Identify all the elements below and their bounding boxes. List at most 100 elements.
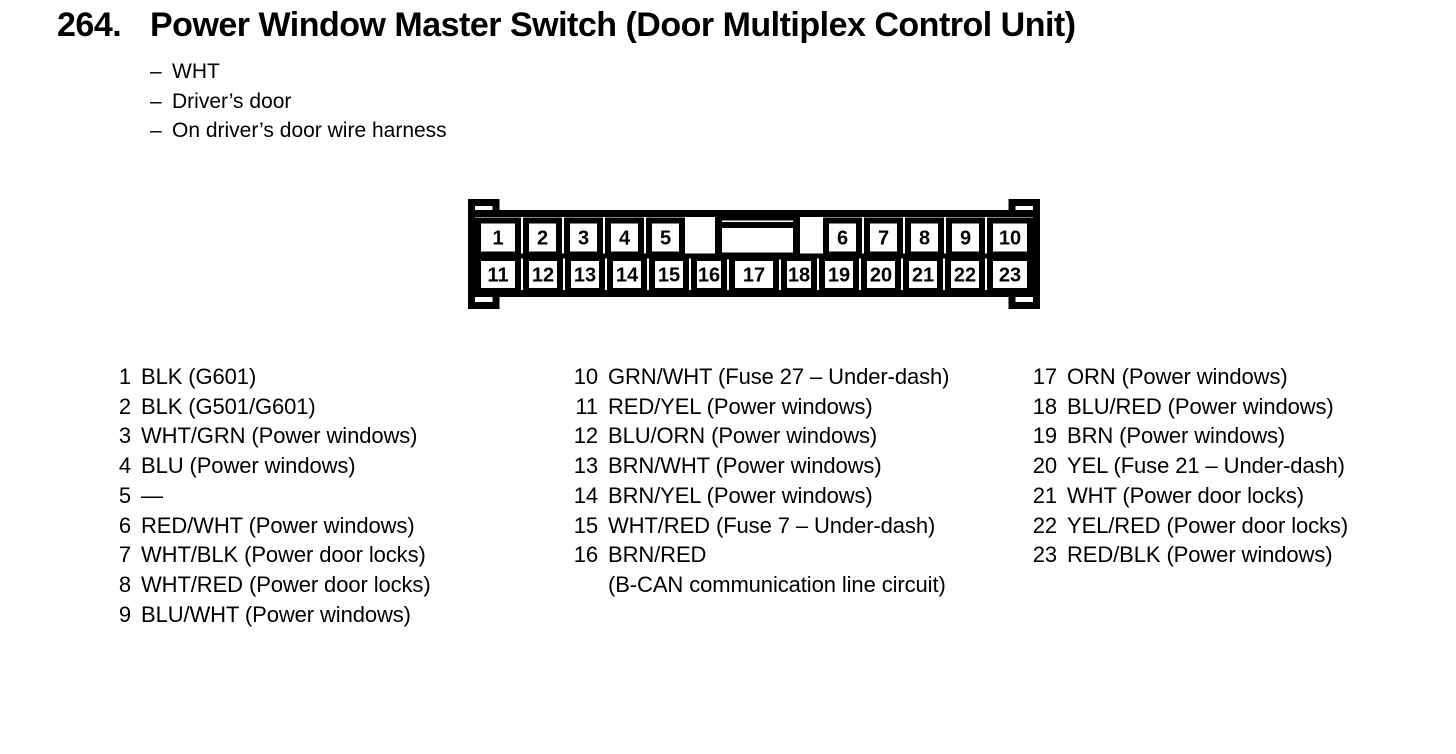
- pin-description: BLU/WHT (Power windows): [141, 601, 411, 627]
- pin-description: BRN/RED(B-CAN communication line circuit…: [608, 540, 946, 599]
- pin-description: WHT/GRN (Power windows): [141, 423, 418, 449]
- pin-number: 19: [1032, 423, 1057, 449]
- pin-row: 21 WHT (Power door locks): [1031, 481, 1348, 511]
- pin-number: 23: [1032, 542, 1057, 568]
- pin-cell-number: 20: [870, 265, 892, 287]
- section-number: 264.: [57, 6, 122, 44]
- pin-description: BLU/RED (Power windows): [1067, 393, 1334, 419]
- pin-cell: [607, 255, 647, 294]
- pin-row: 13 BRN/WHT (Power windows): [572, 451, 949, 481]
- pin-cell: [903, 255, 943, 294]
- pin-cell-number: 2: [537, 228, 548, 250]
- pin-cell-number: 1: [492, 228, 503, 250]
- pin-cell: [646, 217, 685, 258]
- pin-number: 13: [573, 453, 598, 479]
- connector-right-bracket: [1008, 199, 1040, 309]
- pin-number: 8: [118, 571, 131, 597]
- pin-number: 18: [1032, 393, 1057, 419]
- pin-number: 11: [575, 393, 598, 419]
- pin-cell: [819, 255, 859, 294]
- pin-cell: [905, 217, 944, 258]
- pin-cell-number: 12: [532, 265, 554, 287]
- pin-number: 17: [1032, 364, 1057, 389]
- pin-cell: [861, 255, 901, 294]
- page-title: Power Window Master Switch (Door Multipl…: [150, 6, 1076, 44]
- pin-cell-number: 19: [828, 265, 850, 287]
- pin-cell-number: 5: [660, 228, 671, 250]
- pin-cell: [946, 217, 985, 258]
- pin-cell: [523, 255, 563, 294]
- pin-cell: [523, 217, 562, 258]
- pin-number: 22: [1032, 512, 1057, 538]
- pin-cell-number: 17: [743, 265, 765, 287]
- pin-cell-number: 3: [578, 228, 589, 250]
- pin-cell: [691, 255, 727, 294]
- pin-cell-number: 16: [698, 265, 720, 287]
- pin-cell: [605, 217, 644, 258]
- note-dash: –: [150, 119, 162, 142]
- pin-description: RED/BLK (Power windows): [1067, 542, 1333, 568]
- pin-number: 7: [118, 542, 131, 568]
- pin-description: RED/WHT (Power windows): [141, 512, 415, 538]
- pin-description: BLK (G601): [141, 364, 257, 389]
- pin-description: —: [141, 482, 163, 508]
- pin-description: ORN (Power windows): [1067, 364, 1288, 389]
- pin-row: 15 WHT/RED (Fuse 7 – Under-dash): [572, 511, 949, 541]
- pin-number: 16: [573, 542, 598, 568]
- pin-cell: [649, 255, 689, 294]
- pin-list-column-2: 10 GRN/WHT (Fuse 27 – Under-dash) 11 RED/YE…: [572, 362, 950, 600]
- pin-number: 15: [573, 512, 598, 538]
- pin-row: 9 BLU/WHT (Power windows): [105, 600, 431, 630]
- pin-cell: [781, 255, 817, 294]
- pin-number: 9: [118, 601, 131, 627]
- section-title: 264. Power Window Master Switch (Door Mu…: [57, 6, 1076, 45]
- note-item: –WHT: [150, 57, 447, 87]
- pin-cell-number: 15: [658, 265, 680, 287]
- pin-description: GRN/WHT (Fuse 27 – Under-dash): [608, 364, 950, 389]
- pin-number: 20: [1032, 453, 1057, 479]
- note-item: –Driver’s door: [150, 87, 447, 117]
- pin-cell-number: 11: [487, 265, 508, 287]
- pin-description: BRN/WHT (Power windows): [608, 453, 882, 479]
- pin-number: 4: [118, 453, 131, 479]
- pin-number: 21: [1032, 482, 1057, 508]
- note-text: Driver’s door: [172, 89, 292, 113]
- note-dash: –: [150, 89, 162, 113]
- pin-number: 1: [118, 364, 131, 389]
- pin-description: YEL (Fuse 21 – Under-dash): [1067, 453, 1345, 479]
- pin-row: 5—: [105, 481, 431, 511]
- pin-description: WHT/RED (Fuse 7 – Under-dash): [608, 512, 936, 538]
- pin-cell-number: 9: [960, 228, 971, 250]
- pin-cell-number: 8: [919, 228, 930, 250]
- pin-cell-number: 22: [954, 265, 976, 287]
- pin-description: BRN/YEL (Power windows): [608, 482, 873, 508]
- pin-cell-number: 23: [999, 265, 1021, 287]
- pin-cell: [564, 217, 603, 258]
- pin-row: 12 BLU/ORN (Power windows): [572, 421, 949, 451]
- pin-row: 1 BLK (G601): [105, 362, 431, 392]
- pin-row: 16 BRN/RED(B-CAN communication line circu…: [572, 540, 949, 599]
- note-text: On driver’s door wire harness: [172, 119, 447, 142]
- pin-cell: [475, 255, 521, 294]
- pin-cell: [864, 217, 903, 258]
- pin-description: WHT (Power door locks): [1067, 482, 1304, 508]
- note-item: –On driver’s door wire harness: [150, 116, 447, 146]
- pin-number: 12: [573, 423, 598, 449]
- pin-row: 10 GRN/WHT (Fuse 27 – Under-dash): [572, 362, 950, 392]
- pin-description: RED/YEL (Power windows): [608, 393, 873, 419]
- note-dash: –: [150, 60, 162, 83]
- pin-cell-number: 14: [616, 265, 639, 287]
- pin-cell-number: 6: [837, 228, 848, 250]
- pin-cell-number: 4: [619, 228, 631, 250]
- pin-description: BLU/ORN (Power windows): [608, 423, 878, 449]
- pin-number: 10: [573, 364, 598, 389]
- pin-row: 18 BLU/RED (Power windows): [1031, 392, 1348, 422]
